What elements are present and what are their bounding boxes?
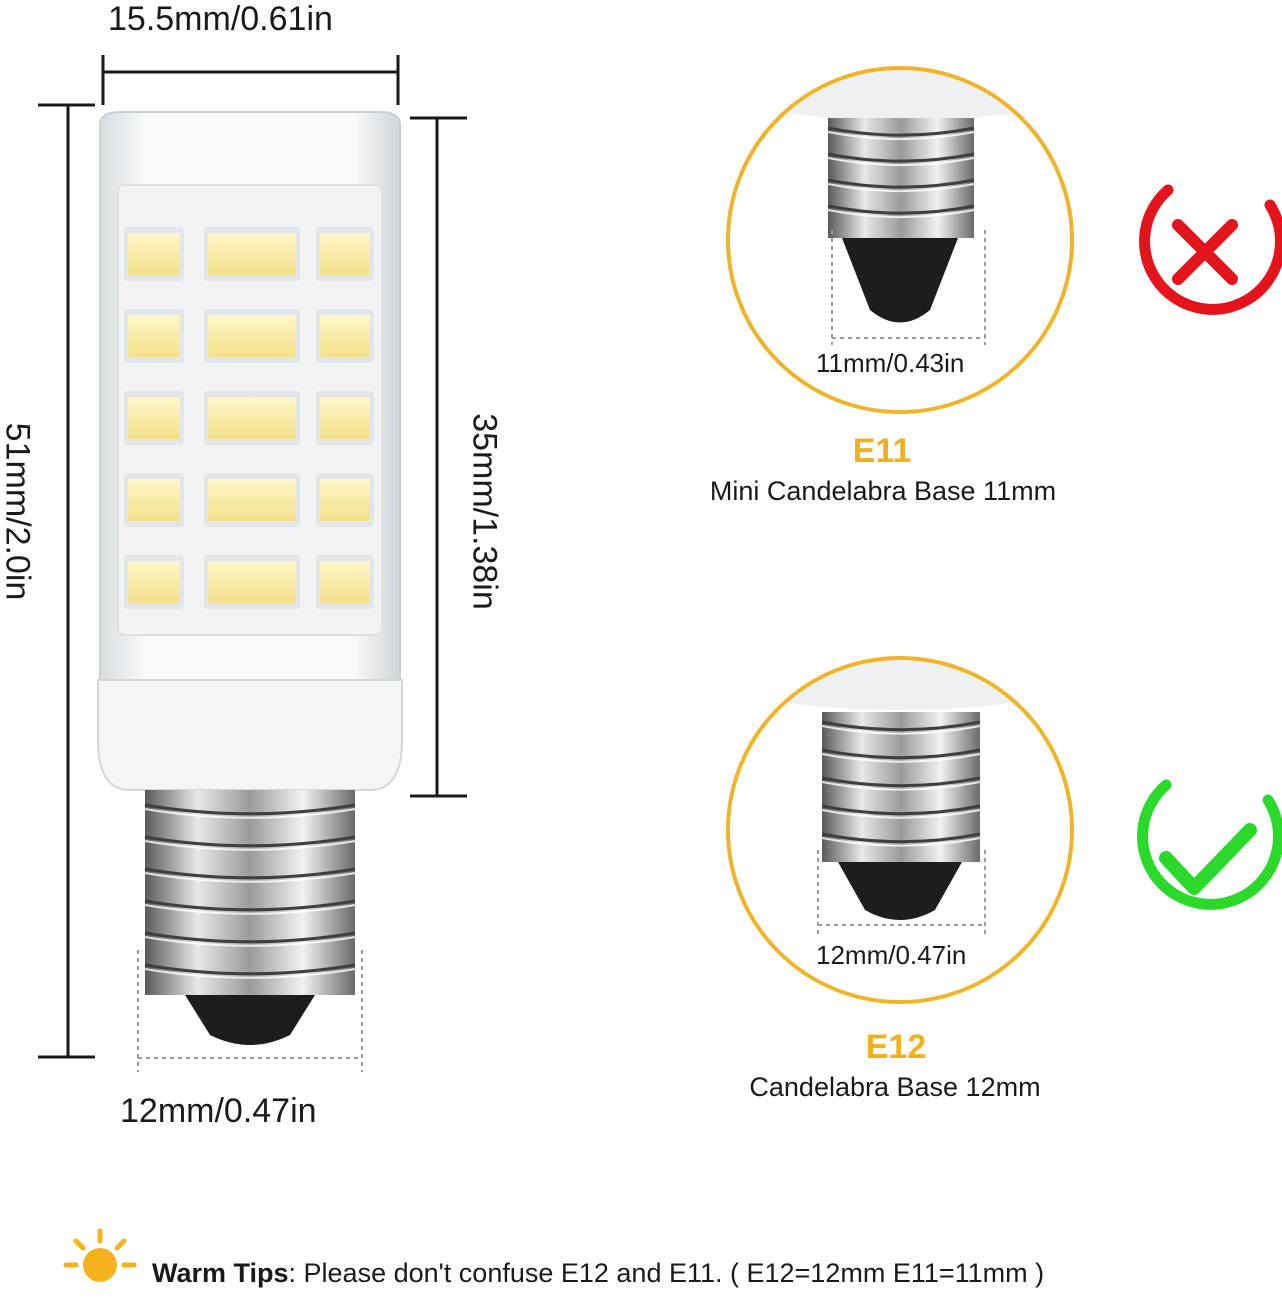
led-chip: [320, 397, 370, 439]
e11-base-width-label: 11mm/0.43in: [816, 348, 965, 378]
e12-base-width-label: 12mm/0.47in: [816, 940, 967, 970]
led-chip: [320, 233, 370, 275]
led-chip: [320, 561, 370, 603]
base-tip: [185, 995, 315, 1045]
bulb-total-height-label: 51mm/2.0in: [0, 422, 37, 601]
e11-code: E11: [852, 432, 912, 470]
led-chip: [128, 479, 180, 521]
led-chip: [208, 397, 296, 439]
led-chip: [208, 315, 296, 357]
led-chip: [208, 479, 296, 521]
bulb-illustration: [97, 111, 403, 1045]
led-array: [124, 227, 374, 609]
dimension-lines: [38, 55, 467, 1059]
bulb-base-width-label: 12mm/0.47in: [120, 1092, 317, 1130]
incorrect-x-icon: [1139, 184, 1282, 315]
bulb-width-label: 15.5mm/0.61in: [108, 0, 333, 38]
correct-check-icon: [1137, 779, 1282, 910]
e12-description: Candelabra Base 12mm: [749, 1072, 1041, 1102]
warm-tips-text: : Please don't confuse E12 and E11. ( E1…: [288, 1258, 1045, 1288]
led-chip: [128, 397, 180, 439]
e12-code: E12: [865, 1028, 927, 1066]
led-chip: [320, 315, 370, 357]
bulb-body-height-label: 35mm/1.38in: [465, 413, 504, 610]
bulb-collar: [97, 679, 403, 791]
screw-threads: [144, 803, 356, 979]
led-chip: [128, 315, 180, 357]
warm-tips-label: Warm Tips: [152, 1258, 289, 1288]
screw-base: [145, 790, 355, 995]
e12-detail-circle: [726, 656, 1074, 1004]
warm-tips: Warm Tips: Please don't confuse E12 and …: [152, 1258, 1044, 1289]
led-chip: [128, 233, 180, 275]
led-chip: [208, 561, 296, 603]
led-chip: [208, 233, 296, 275]
e11-detail-circle: [726, 66, 1074, 414]
led-chip: [320, 479, 370, 521]
led-chip: [128, 561, 180, 603]
e11-description: Mini Candelabra Base 11mm: [709, 476, 1057, 506]
base-width-guides: [137, 950, 363, 1072]
sun-icon: [63, 1228, 137, 1282]
